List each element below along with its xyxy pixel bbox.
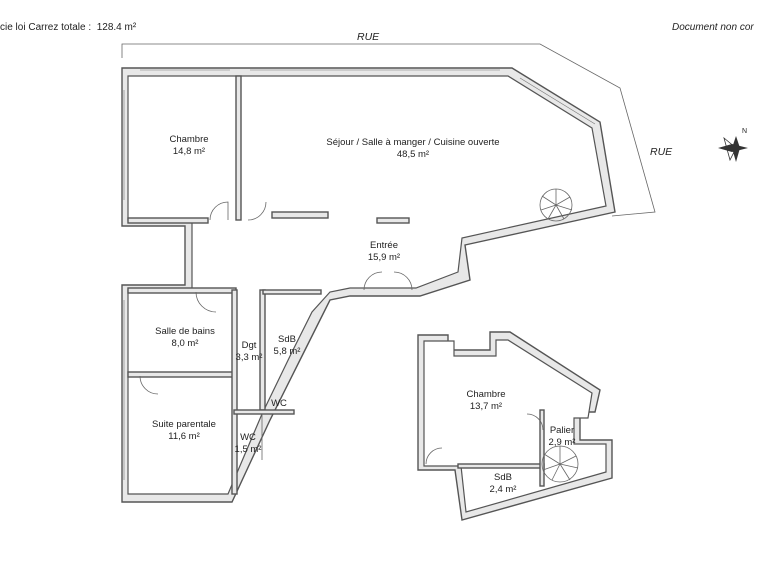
door-living (247, 201, 267, 221)
surface-label: cie loi Carrez totale : 128.4 m² (0, 22, 137, 33)
partition-wc-top (233, 409, 295, 415)
partition-upper-palier (539, 409, 545, 487)
upper-level-floor (423, 339, 607, 513)
partition-sdb-right (262, 289, 322, 295)
partition-upper-sdb (457, 463, 545, 469)
disclaimer: Document non cor (672, 22, 754, 33)
door-bedroom (209, 201, 229, 221)
compass-icon (718, 136, 748, 162)
door-bath (195, 291, 217, 313)
partition-bedroom-bottom (127, 217, 209, 224)
door-upper-bedroom (425, 447, 443, 465)
windows (123, 69, 596, 480)
compass-north: N (742, 128, 748, 135)
partition-bath-suite (127, 371, 237, 378)
partition-bath-top (127, 287, 237, 294)
street-label-right: RUE (650, 146, 673, 158)
room-label-wc: WC (271, 398, 287, 409)
street-label-top: RUE (357, 31, 380, 43)
door-entrance (363, 271, 413, 291)
street-edge (121, 43, 656, 217)
room-label-sejour: Séjour / Salle à manger / Cuisine ouvert… (326, 137, 500, 160)
partition-living-bottom (271, 211, 329, 219)
partition-dgt-left (231, 289, 238, 495)
surface-value: 128.4 m² (96, 22, 137, 33)
door-upper-palier (526, 413, 544, 431)
door-suite (139, 375, 159, 395)
spiral-stair-upper (541, 445, 579, 483)
spiral-stair-main (539, 188, 573, 222)
partition-bedroom-living (235, 75, 242, 221)
kitchen-counter (376, 217, 410, 224)
